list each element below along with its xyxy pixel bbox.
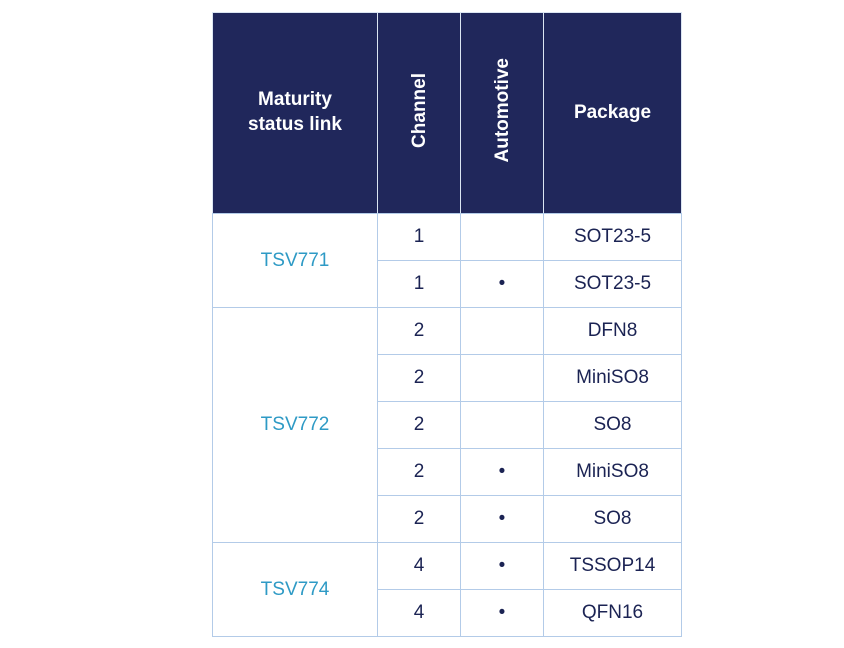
channel-cell: 2 bbox=[377, 401, 461, 449]
header-package-label: Package bbox=[573, 102, 652, 123]
channel-cell: 2 bbox=[377, 448, 461, 496]
device-link-tsv771[interactable]: TSV771 bbox=[212, 213, 378, 308]
header-automotive: Automotive bbox=[460, 12, 544, 214]
package-cell: SOT23-5 bbox=[543, 213, 682, 261]
automotive-cell: • bbox=[460, 260, 544, 308]
channel-cell: 1 bbox=[377, 213, 461, 261]
header-maturity-status-link: Maturity status link bbox=[212, 12, 378, 214]
channel-cell: 2 bbox=[377, 354, 461, 402]
channel-cell: 2 bbox=[377, 495, 461, 543]
product-selector-table: Maturity status link Channel Automotive … bbox=[212, 12, 682, 637]
table-row: 2 MiniSO8 bbox=[213, 354, 682, 402]
device-link-tsv772[interactable]: TSV772 bbox=[212, 307, 378, 543]
header-maturity-status-link-label: Maturity status link bbox=[248, 89, 342, 135]
header-package: Package bbox=[543, 12, 682, 214]
automotive-cell bbox=[460, 401, 544, 449]
channel-cell: 1 bbox=[377, 260, 461, 308]
package-cell: TSSOP14 bbox=[543, 542, 682, 590]
device-link-tsv774[interactable]: TSV774 bbox=[212, 542, 378, 637]
automotive-cell: • bbox=[460, 589, 544, 637]
header-channel-label: Channel bbox=[408, 72, 430, 148]
automotive-cell: • bbox=[460, 448, 544, 496]
product-selector-table-container: Maturity status link Channel Automotive … bbox=[212, 12, 682, 637]
automotive-cell: • bbox=[460, 542, 544, 590]
table-row: 2 SO8 bbox=[213, 401, 682, 449]
channel-cell: 2 bbox=[377, 307, 461, 355]
automotive-cell bbox=[460, 307, 544, 355]
package-cell: SO8 bbox=[543, 495, 682, 543]
header-automotive-label: Automotive bbox=[491, 57, 513, 163]
table-header: Maturity status link Channel Automotive … bbox=[212, 12, 682, 214]
package-cell: MiniSO8 bbox=[543, 354, 682, 402]
header-channel: Channel bbox=[377, 12, 461, 214]
package-cell: DFN8 bbox=[543, 307, 682, 355]
table-body: TSV771 1 SOT23-5 1 • SOT23-5 TSV772 2 DF… bbox=[212, 213, 682, 637]
package-cell: MiniSO8 bbox=[543, 448, 682, 496]
table-row: TSV771 1 SOT23-5 bbox=[212, 213, 682, 308]
table-row: 4 • QFN16 bbox=[213, 589, 682, 637]
channel-cell: 4 bbox=[377, 589, 461, 637]
package-cell: SO8 bbox=[543, 401, 682, 449]
table-row: TSV774 4 • TSSOP14 bbox=[212, 542, 682, 637]
table-row: 2 • SO8 bbox=[213, 495, 682, 543]
automotive-cell bbox=[460, 354, 544, 402]
package-cell: QFN16 bbox=[543, 589, 682, 637]
automotive-cell: • bbox=[460, 495, 544, 543]
package-cell: SOT23-5 bbox=[543, 260, 682, 308]
table-row: TSV772 2 DFN8 bbox=[212, 307, 682, 543]
channel-cell: 4 bbox=[377, 542, 461, 590]
table-row: 2 • MiniSO8 bbox=[213, 448, 682, 496]
automotive-cell bbox=[460, 213, 544, 261]
